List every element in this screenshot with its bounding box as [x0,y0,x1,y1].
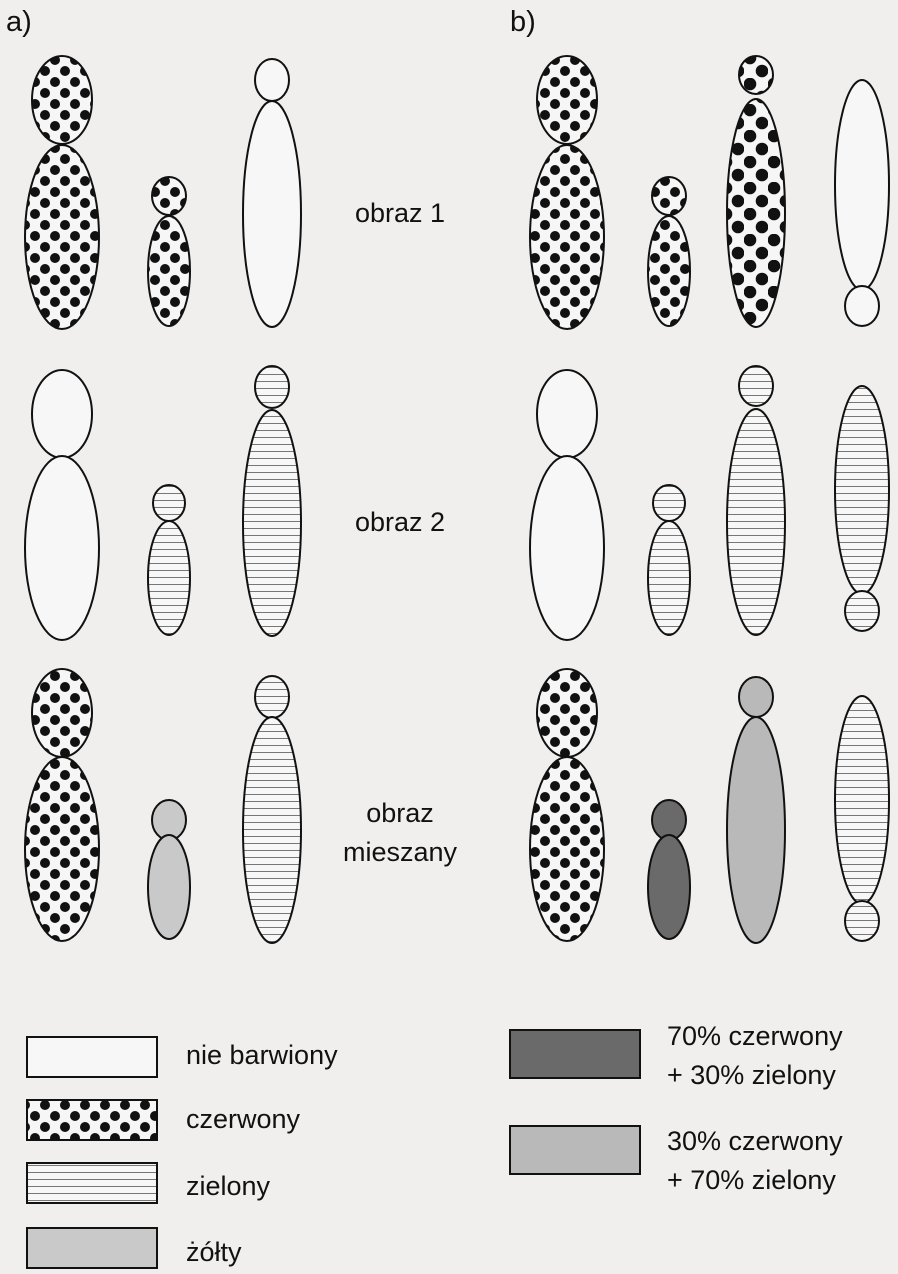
chromosome-b1-right-p [845,286,879,326]
panel-b-label: b) [510,6,536,38]
chromosome-b2-long-p [739,366,773,406]
chromosome-b3-long-q [727,717,785,943]
legend-swatch-nie-barwiony [27,1037,157,1077]
chromosome-a3-large-p [32,669,92,757]
chromosome-b2-long-q [727,409,785,635]
chromosome-b3-small-q [648,835,690,939]
legend-swatch-zolty [27,1228,157,1268]
chromosome-a2-long-p [255,366,289,408]
row-label-obraz-1: obraz 1 [355,197,445,229]
chromosome-b2-right-q [835,386,889,594]
legend-label-dark-line2: + 30% zielony [667,1059,836,1091]
chromosome-b3-right-p [845,901,879,941]
chromosome-a3-large-q [25,757,99,941]
chromosome-b2-large-p [537,370,597,458]
legend-label-nie-barwiony: nie barwiony [186,1039,338,1071]
legend-label-light-line1: 30% czerwony [667,1125,843,1157]
chromosome-b3-large-p [537,669,597,757]
chromosome-b1-long-q [727,99,785,327]
chromosome-b1-right-q [835,80,889,290]
chromosome-b2-small-p [653,485,685,521]
chromosome-b1-long-p [739,56,773,94]
chromosome-a3-small-q [148,835,190,939]
chromosome-a1-large-p [32,56,92,144]
chromosome-a2-large-q [25,456,99,640]
chromosome-a3-long-p [255,676,289,718]
chromosome-a1-long-p [255,59,289,101]
chromosome-a2-large-p [32,370,92,458]
chromosome-a2-small-q [148,521,190,635]
chromosome-b1-large-p [537,56,597,144]
chromosome-a1-large-q [25,145,99,329]
chromosome-b1-large-q [530,145,604,329]
chromosome-b3-right-q [835,696,889,904]
chromosome-a1-long-q [243,101,301,327]
row-label-obraz: obraz [330,797,470,829]
chromosome-b1-small-q [648,216,690,326]
legend-swatch-30-czerwony [510,1126,640,1174]
chromosome-b1-small-p [652,177,686,215]
chromosome-b2-right-p [845,591,879,631]
row-label-mieszany: mieszany [330,836,470,868]
legend-swatch-70-czerwony [510,1030,640,1078]
chromosome-a1-small-p [152,177,186,215]
chromosome-a3-long-q [243,717,301,943]
chromosome-b2-small-q [648,521,690,635]
legend-label-zielony: zielony [186,1170,270,1202]
legend-label-light-line2: + 70% zielony [667,1164,836,1196]
chromosome-a1-small-q [148,216,190,326]
chromosome-b3-long-p [739,677,773,717]
panel-a-label: a) [6,6,32,38]
row-label-obraz-2: obraz 2 [355,506,445,538]
legend-label-zolty: żółty [186,1236,242,1268]
chromosome-b2-large-q [530,456,604,640]
legend-swatch-czerwony [27,1100,157,1140]
chromosome-a2-small-p [153,485,185,521]
legend-label-dark-line1: 70% czerwony [667,1020,843,1052]
legend-swatch-zielony [27,1163,157,1203]
legend-label-czerwony: czerwony [186,1103,300,1135]
chromosome-b3-large-q [530,757,604,941]
chromosome-a2-long-q [243,410,301,636]
